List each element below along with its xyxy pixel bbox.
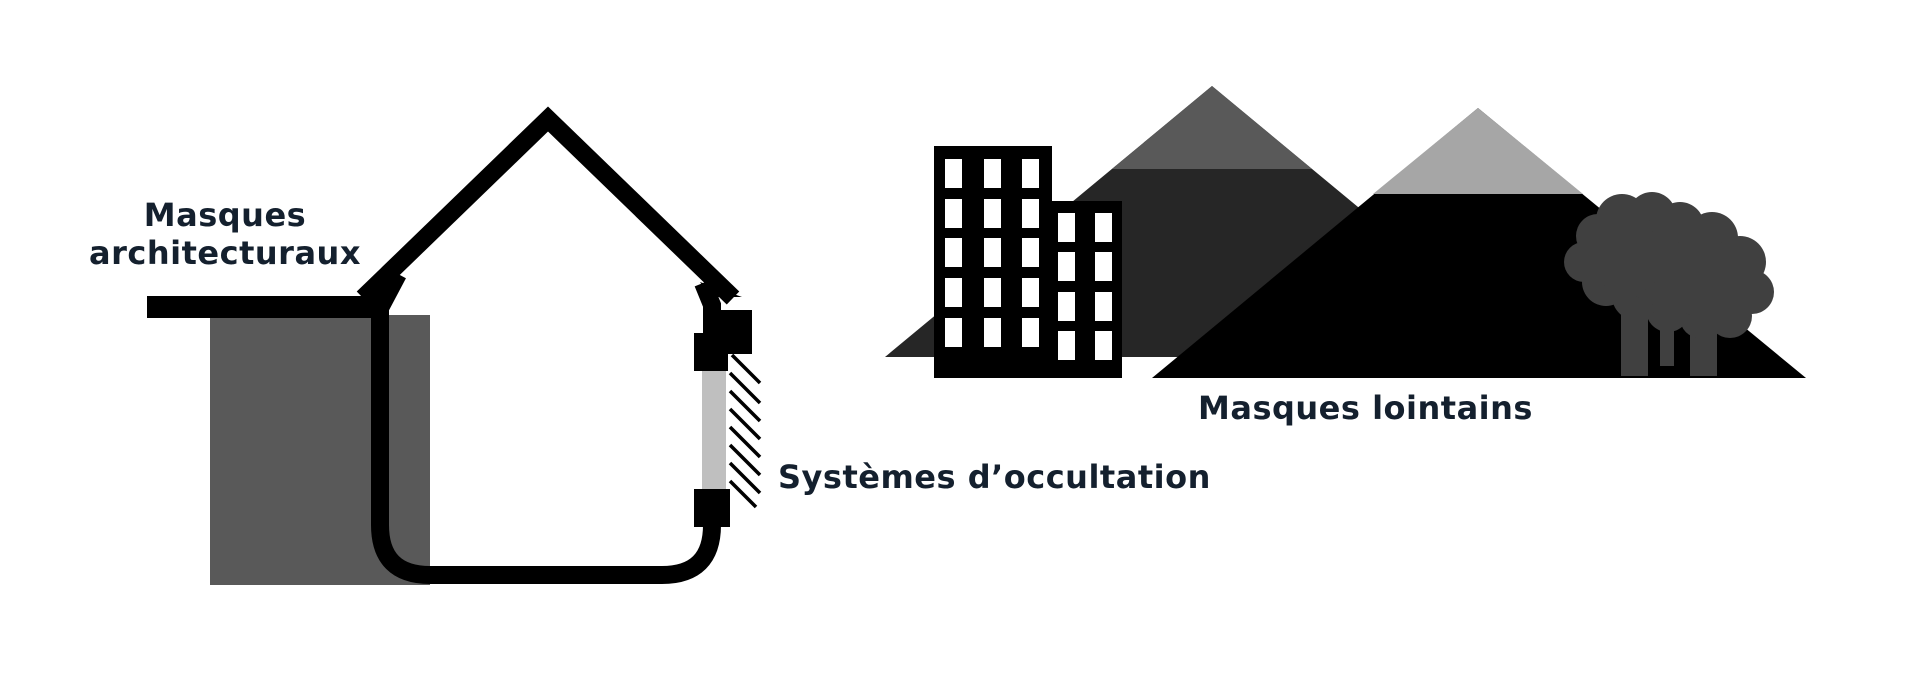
- building-short: [1050, 201, 1122, 378]
- architectural-masks-label-line2: architecturaux: [89, 234, 361, 272]
- house-section: [147, 106, 762, 585]
- building-short-windows: [1058, 213, 1112, 360]
- tree: [1564, 192, 1774, 376]
- house-wall-outline: [371, 269, 721, 584]
- architectural-masks-label-line1: Masques: [143, 196, 307, 234]
- window-sill-block: [694, 489, 730, 527]
- window-lintel: [720, 310, 752, 354]
- occultation-louvers: [728, 353, 762, 509]
- distant-masks-label: Masques lointains: [1198, 389, 1533, 427]
- distant-landscape: [885, 86, 1806, 378]
- roof-outline: [356, 106, 740, 305]
- house-wall-right-upper: [694, 279, 721, 336]
- occultation-systems-label: Systèmes d’occultation: [778, 458, 1211, 496]
- roof-overhang: [147, 296, 375, 318]
- mountain-front-peak: [1373, 108, 1583, 194]
- architectural-masks-label: Masques architecturaux: [60, 196, 390, 272]
- building-tall-windows: [945, 159, 1039, 347]
- mountain-back-peak: [1112, 86, 1312, 169]
- window-glass: [702, 371, 726, 489]
- building-tall: [934, 146, 1052, 378]
- architectural-shade-block: [210, 315, 430, 585]
